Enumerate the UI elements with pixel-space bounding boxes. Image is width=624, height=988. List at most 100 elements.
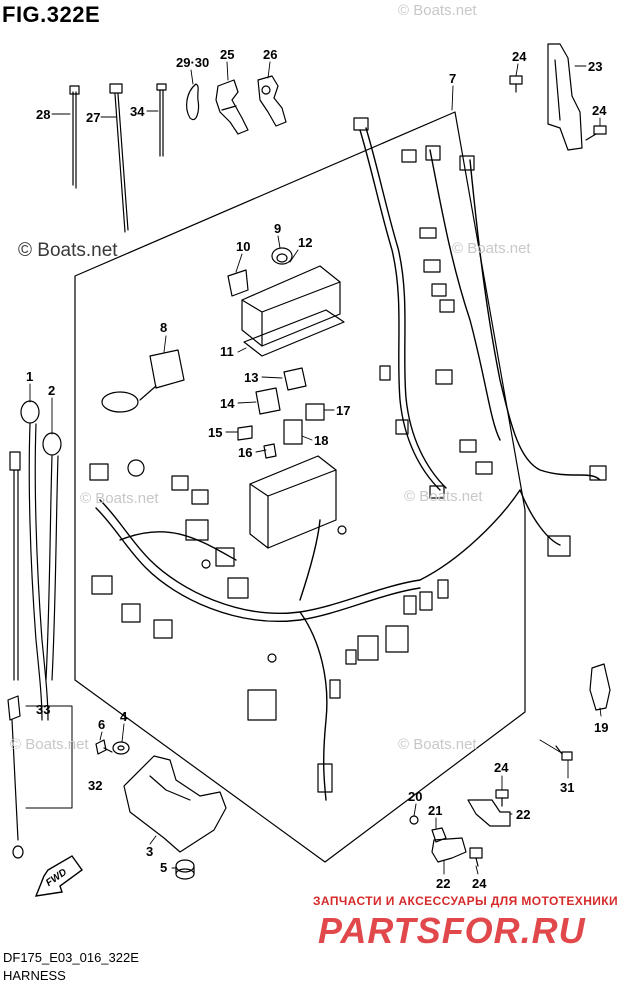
wire-32 xyxy=(7,451,24,859)
fuse-10 xyxy=(227,269,249,297)
connector xyxy=(185,519,209,541)
washer-4 xyxy=(112,741,130,755)
watermark-faint: © Boats.net xyxy=(80,490,159,507)
figure-title: FIG.322E xyxy=(2,2,101,27)
connector xyxy=(401,149,417,163)
connector xyxy=(127,459,145,477)
callout-34: 34 xyxy=(130,104,145,119)
callout-13: 13 xyxy=(244,370,258,385)
connector xyxy=(435,369,453,385)
figure-name: HARNESS xyxy=(3,968,66,983)
connector xyxy=(153,619,173,639)
connector xyxy=(419,227,437,239)
connector xyxy=(431,283,447,297)
connector xyxy=(121,603,141,623)
connector xyxy=(201,559,211,569)
connector xyxy=(425,145,441,161)
brand-logo: PARTSFOR.RU xyxy=(318,910,586,951)
bolt-31 xyxy=(555,745,573,761)
relay-8 xyxy=(101,349,185,413)
battery-cable-2 xyxy=(42,432,62,681)
bolt-24-low xyxy=(469,847,483,867)
watermark-faint: © Boats.net xyxy=(404,488,483,505)
callout-24-right: 24 xyxy=(592,103,607,118)
bolt-24-mid xyxy=(495,789,509,807)
connector xyxy=(475,461,493,475)
connector xyxy=(395,419,409,435)
callout-6: 6 xyxy=(98,717,105,732)
figure-code: DF175_E03_016_322E xyxy=(3,950,139,965)
bracket-22-lower xyxy=(431,837,467,863)
connector xyxy=(437,579,449,599)
nut-21 xyxy=(431,827,447,843)
clamp-25 xyxy=(215,79,249,135)
connector xyxy=(345,649,357,665)
fuse-15 xyxy=(237,425,253,441)
clamp-26 xyxy=(257,75,287,127)
connector xyxy=(403,595,417,615)
harness-right-branch xyxy=(359,127,601,581)
fuse-box-12 xyxy=(241,265,341,347)
callout-33: 33 xyxy=(36,702,50,717)
connector xyxy=(385,625,409,653)
cable-tie-27 xyxy=(109,83,129,233)
grommet-9 xyxy=(271,247,293,265)
forward-arrow: FWD xyxy=(34,855,83,897)
callout-25: 25 xyxy=(220,47,234,62)
connector xyxy=(459,155,475,171)
connector xyxy=(91,575,113,595)
leader-lines xyxy=(29,61,602,875)
connector xyxy=(423,259,441,273)
callout-22-upper: 22 xyxy=(516,807,530,822)
callout-15: 15 xyxy=(208,425,222,440)
callout-20: 20 xyxy=(408,789,422,804)
cable-tie-28 xyxy=(69,85,80,189)
washer-20 xyxy=(409,815,419,825)
battery-cable-1 xyxy=(20,400,49,721)
callout-29-30: 29·30 xyxy=(176,55,209,70)
callout-7: 7 xyxy=(449,71,456,86)
bracket-22-upper xyxy=(467,799,511,827)
connector xyxy=(429,485,445,499)
clip-29-30 xyxy=(186,83,200,121)
harness-frame xyxy=(74,111,526,863)
callout-9: 9 xyxy=(274,221,281,236)
connector xyxy=(419,591,433,611)
connector xyxy=(227,577,249,599)
bracket-3 xyxy=(123,755,227,853)
connector xyxy=(547,535,571,557)
callout-23: 23 xyxy=(588,59,602,74)
callout-24-top: 24 xyxy=(512,49,527,64)
bolt-24-top xyxy=(509,75,523,93)
callout-14: 14 xyxy=(220,396,235,411)
callout-5: 5 xyxy=(160,860,167,875)
fuse-16 xyxy=(263,443,277,459)
connector xyxy=(247,689,277,721)
bolt-6 xyxy=(95,739,113,755)
callout-8: 8 xyxy=(160,320,167,335)
connector xyxy=(589,465,607,481)
connector xyxy=(439,299,455,313)
watermark-faint: © Boats.net xyxy=(10,736,89,753)
callout-31: 31 xyxy=(560,780,574,795)
cap-19 xyxy=(589,663,611,711)
callout-labels: 28 27 34 29·30 25 26 7 24 23 24 9 10 12 … xyxy=(26,47,608,891)
callout-28: 28 xyxy=(36,107,50,122)
callout-3: 3 xyxy=(146,844,153,859)
connector xyxy=(267,653,277,663)
bolt-24-right xyxy=(585,125,607,141)
callout-26: 26 xyxy=(263,47,277,62)
connector xyxy=(353,117,369,131)
connector xyxy=(379,365,391,381)
callout-21: 21 xyxy=(428,803,442,818)
callout-12: 12 xyxy=(298,235,312,250)
callout-19: 19 xyxy=(594,720,608,735)
callout-17: 17 xyxy=(336,403,350,418)
grommet-5 xyxy=(175,859,195,880)
connector xyxy=(171,475,189,491)
callout-32: 32 xyxy=(88,778,102,793)
connector xyxy=(191,489,209,505)
junction-box xyxy=(249,455,337,549)
gasket-11 xyxy=(243,309,345,357)
